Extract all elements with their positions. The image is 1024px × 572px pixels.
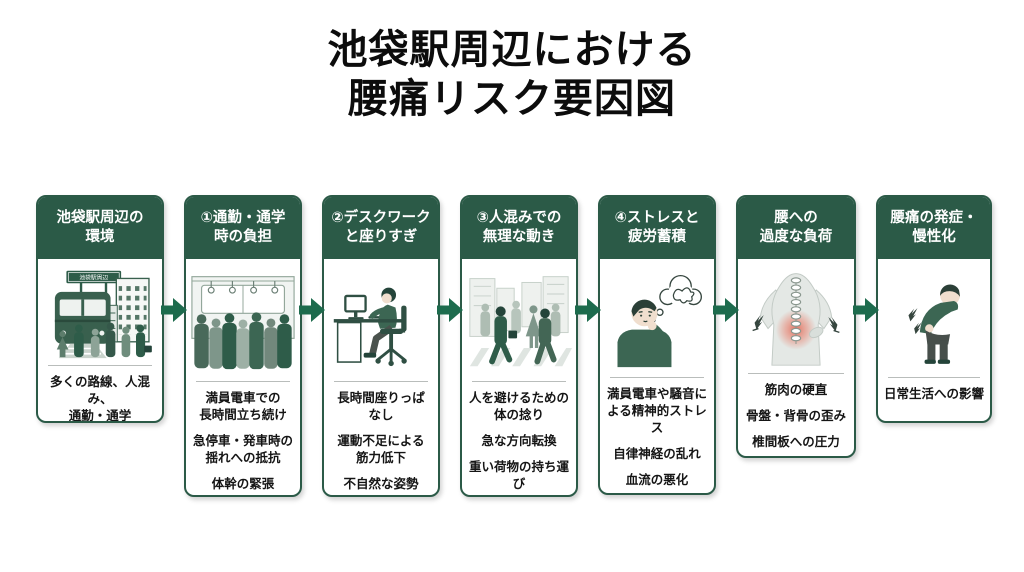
card-item: 多くの路線、人混み、 通勤・通学 xyxy=(49,375,150,423)
divider xyxy=(472,381,566,382)
crowd-back-row xyxy=(480,300,561,348)
card-desk-work: ②デスクワーク と座りすぎ xyxy=(322,195,440,497)
card-item: 人を避けるための 体の捻り xyxy=(468,391,569,422)
crowded-train-icon xyxy=(191,276,295,370)
standing-passengers xyxy=(194,312,292,370)
card-item: 骨盤・背骨の歪み xyxy=(745,408,846,423)
card-item: 体幹の緊張 xyxy=(211,476,275,491)
flow-arrow-icon xyxy=(437,298,463,322)
lower-back-spine-illustration xyxy=(738,259,854,371)
card-commute-burden: ①通勤・通学 時の負担 満員電車での xyxy=(184,195,302,497)
flow-arrow-icon xyxy=(853,298,879,322)
flow-arrow-icon xyxy=(299,298,325,322)
page-title: 池袋駅周辺における 腰痛リスク要因図 xyxy=(327,28,697,121)
pain-bolt-icon xyxy=(754,315,764,330)
card-environment-header: 池袋駅周辺の 環境 xyxy=(38,197,162,259)
spine-icon xyxy=(790,277,802,344)
station-sign-label: 池袋駅周辺 xyxy=(79,274,108,282)
pain-bolt-icon xyxy=(914,322,922,335)
crowded-train-illustration xyxy=(186,259,300,379)
flow-arrow-icon xyxy=(713,298,739,322)
divider xyxy=(888,377,980,378)
crowd-walking-icon xyxy=(469,276,572,367)
card-environment: 池袋駅周辺の 環境 池袋駅周辺 xyxy=(36,195,164,423)
card-item: 筋肉の硬直 xyxy=(764,383,828,397)
card-back-load: 腰への 過度な負荷 xyxy=(736,195,856,458)
card-back-load-header: 腰への 過度な負荷 xyxy=(738,197,854,259)
divider xyxy=(334,381,428,382)
back-pain-person-illustration xyxy=(878,259,990,375)
station-icon: 池袋駅周辺 xyxy=(54,270,152,359)
stressed-person-icon xyxy=(617,274,703,368)
card-item: 長時間座りっぱ なし xyxy=(337,391,425,422)
divider xyxy=(748,373,844,374)
back-pain-person-icon xyxy=(908,284,960,364)
card-pain-onset: 腰痛の発症・ 慢性化 日常生活への影響 xyxy=(876,195,992,423)
pain-bolt-icon xyxy=(908,308,918,322)
card-item: 不自然な姿勢 xyxy=(343,476,419,491)
scribble-icon xyxy=(672,287,695,304)
card-stress-fatigue: ④ストレスと 疲労蓄積 満員電車や xyxy=(598,195,716,495)
flow-arrow-icon xyxy=(575,298,601,322)
card-item: 満員電車での 長時間立ち続け xyxy=(199,391,287,422)
card-item: 自律神経の乱れ xyxy=(613,446,701,461)
card-item: 満員電車や騒音に よる精神的ストレス xyxy=(606,387,707,435)
desk-work-illustration xyxy=(324,259,438,379)
crosswalk xyxy=(469,347,572,367)
card-stress-fatigue-header: ④ストレスと 疲労蓄積 xyxy=(600,197,714,259)
stressed-person-illustration xyxy=(600,259,714,375)
card-desk-work-header: ②デスクワーク と座りすぎ xyxy=(324,197,438,259)
divider xyxy=(48,365,152,366)
desk-work-icon xyxy=(333,287,407,367)
pain-bolt-icon xyxy=(828,317,838,332)
card-pain-onset-header: 腰痛の発症・ 慢性化 xyxy=(878,197,990,259)
divider xyxy=(196,381,290,382)
card-crowd-movement-header: ③人混みでの 無理な動き xyxy=(462,197,576,259)
people-silhouettes xyxy=(56,322,152,358)
card-item: 日常生活への影響 xyxy=(883,387,984,401)
card-item: 急停車・発車時の 揺れへの抵抗 xyxy=(192,433,293,465)
card-item: 血流の悪化 xyxy=(625,472,689,487)
crowd-walking-illustration xyxy=(462,259,576,379)
card-crowd-movement: ③人混みでの 無理な動き xyxy=(460,195,578,497)
card-item: 椎間板への圧力 xyxy=(752,434,840,449)
lower-back-spine-icon xyxy=(752,273,840,366)
crowd-front-row xyxy=(489,306,557,365)
station-scene-illustration: 池袋駅周辺 xyxy=(38,259,162,363)
card-item: 急な方向転換 xyxy=(481,433,557,448)
card-item: 運動不足による 筋力低下 xyxy=(337,433,425,465)
flow-arrow-icon xyxy=(161,298,187,322)
card-commute-burden-header: ①通勤・通学 時の負担 xyxy=(186,197,300,259)
divider xyxy=(610,377,704,378)
card-item: 重い荷物の持ち運 び xyxy=(468,459,569,491)
